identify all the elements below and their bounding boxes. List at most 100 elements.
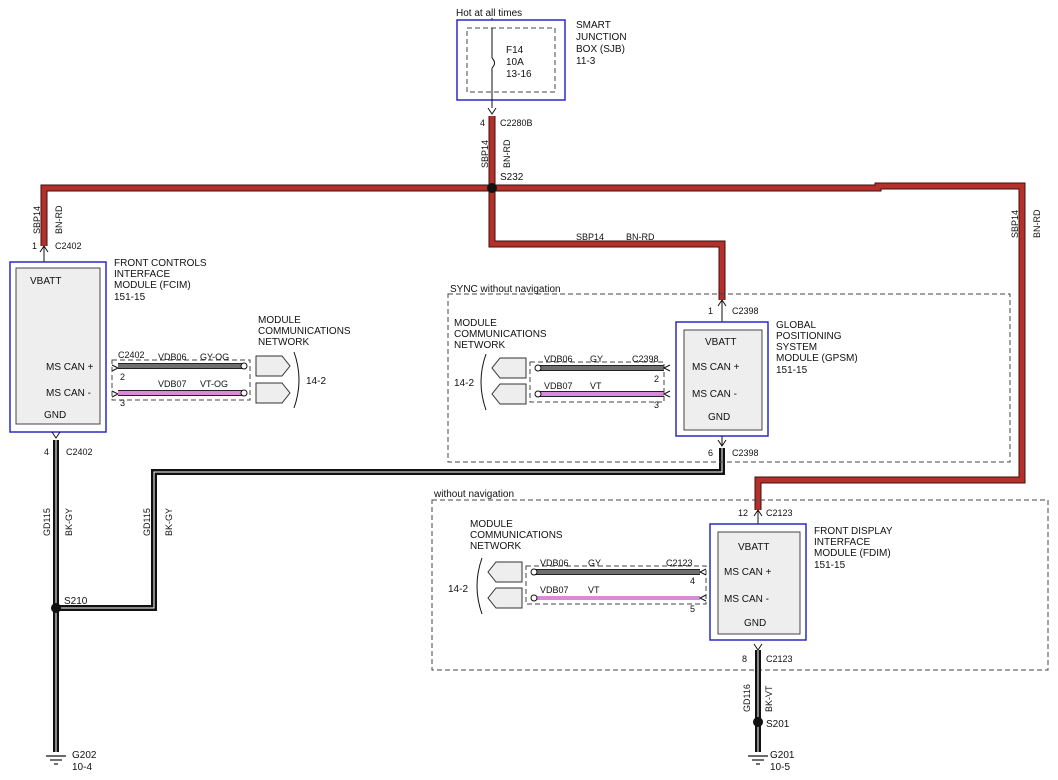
supply-label: Hot at all times bbox=[456, 8, 522, 19]
gpsm-region-label: SYNC without navigation bbox=[450, 284, 561, 295]
fcim-can-plus-arrow-icon bbox=[111, 364, 120, 372]
gpsm-net-1: MODULE bbox=[454, 318, 497, 329]
fcim-net-1: MODULE bbox=[258, 315, 301, 326]
gpsm-can-minus-pin: 3 bbox=[654, 400, 659, 410]
fcim-gnd-arrow-icon bbox=[51, 431, 61, 439]
gpsm-can-minus-circuit: VDB07 bbox=[544, 381, 573, 391]
gpsm-can-plus-network-icon bbox=[491, 357, 527, 379]
fcim-ref: 151-15 bbox=[114, 292, 146, 303]
fdim-gnd-arrow-icon bbox=[753, 643, 763, 651]
splice-s210-dot bbox=[51, 603, 61, 613]
fdim-feed-color: BN-RD bbox=[1032, 209, 1042, 238]
fcim-top-connector: C2402 bbox=[55, 241, 82, 251]
gpsm-can-twist-box bbox=[529, 361, 665, 403]
fcim-can-minus: MS CAN - bbox=[46, 388, 91, 399]
fcim-can-plus-circuit: VDB06 bbox=[158, 352, 187, 362]
fdim-can-connector: C2123 bbox=[666, 558, 693, 568]
gpsm-gnd: GND bbox=[708, 412, 730, 423]
gpsm-region: SYNC without navigation SBP14 BN-RD 1 C2… bbox=[447, 232, 1011, 463]
fdim-can-plus: MS CAN + bbox=[724, 567, 772, 578]
gpsm-name-4: MODULE (GPSM) bbox=[776, 353, 858, 364]
gpsm-vbatt: VBATT bbox=[705, 337, 736, 348]
sjb-pin: 4 bbox=[480, 118, 485, 128]
fcim-feed-circuit: SBP14 bbox=[32, 206, 42, 234]
fdim-name-1: FRONT DISPLAY bbox=[814, 526, 893, 537]
fcim-gnd-color: BK-GY bbox=[64, 508, 74, 536]
gpsm-can-minus-arrow-icon bbox=[662, 390, 671, 398]
fcim-gnd-circuit: GD115 bbox=[42, 508, 52, 536]
fdim-can-plus-pin: 4 bbox=[690, 576, 695, 586]
fuse-rating: 10A bbox=[506, 57, 524, 68]
fcim-net-brace-icon bbox=[293, 351, 300, 409]
fcim-net-ref: 14-2 bbox=[306, 376, 326, 387]
gpsm-top-connector: C2398 bbox=[732, 306, 759, 316]
gpsm-name-1: GLOBAL bbox=[776, 320, 816, 331]
gpsm-net-brace-icon bbox=[480, 353, 487, 411]
fdim-can-minus-arrow-icon bbox=[698, 594, 707, 602]
fdim-name-2: INTERFACE bbox=[814, 537, 870, 548]
fdim-net-ref: 14-2 bbox=[448, 584, 468, 595]
sjb-outline bbox=[456, 19, 566, 101]
gpsm-can-plus-pin: 2 bbox=[654, 374, 659, 384]
fcim-feed-color: BN-RD bbox=[54, 205, 64, 234]
fdim-net-1: MODULE bbox=[470, 519, 513, 530]
fdim-net-brace-icon bbox=[476, 557, 483, 615]
fcim-can-minus-color: VT-OG bbox=[200, 379, 228, 389]
ground-g201-ref: 10-5 bbox=[770, 762, 790, 773]
fdim-region-label: without navigation bbox=[433, 489, 514, 500]
gpsm-net-ref: 14-2 bbox=[454, 378, 474, 389]
fcim-can-minus-pin: 3 bbox=[120, 398, 125, 408]
sjb-name-1: SMART bbox=[576, 20, 611, 31]
fcim-name-3: MODULE (FCIM) bbox=[114, 280, 191, 291]
fdim-gnd-color: BK-VT bbox=[764, 685, 774, 712]
gpsm-region-box bbox=[447, 293, 1011, 463]
gpsm-net-2: COMMUNICATIONS bbox=[454, 329, 547, 340]
fdim-inner bbox=[717, 531, 801, 635]
sjb-inner-dashed bbox=[466, 27, 556, 93]
fcim-name-1: FRONT CONTROLS bbox=[114, 258, 207, 269]
fdim-can-minus-pin: 5 bbox=[690, 604, 695, 614]
fdim-top-pin: 12 bbox=[738, 508, 748, 518]
fdim-gnd-circuit: GD116 bbox=[742, 684, 752, 712]
fdim-can-plus-arrow-icon bbox=[698, 568, 707, 576]
fdim-can-minus-network-icon bbox=[487, 587, 523, 609]
fcim-can-plus-color: GY-OG bbox=[200, 352, 229, 362]
fcim-vbatt: VBATT bbox=[30, 276, 61, 287]
sjb-wire-circuit: SBP14 bbox=[480, 140, 490, 168]
splice-s210-label: S210 bbox=[64, 596, 88, 607]
fdim-gnd-connector: C2123 bbox=[766, 654, 793, 664]
splice-s232-label: S232 bbox=[500, 172, 524, 183]
fdim-can-minus-circuit: VDB07 bbox=[540, 585, 569, 595]
gpsm-name-3: SYSTEM bbox=[776, 342, 817, 353]
gpsm-feed-circuit: SBP14 bbox=[576, 232, 604, 242]
power-wires: S232 bbox=[40, 116, 1026, 510]
fcim-name-2: INTERFACE bbox=[114, 269, 170, 280]
fdim-vbatt: VBATT bbox=[738, 542, 769, 553]
gpsm-can-plus-color: GY bbox=[590, 354, 603, 364]
fuse-symbol-icon bbox=[491, 57, 495, 69]
gpsm-can-plus-circuit: VDB06 bbox=[544, 354, 573, 364]
fdim-region: without navigation SBP14 BN-RD 12 C2123 … bbox=[431, 209, 1049, 773]
fdim-name-3: MODULE (FDIM) bbox=[814, 548, 891, 559]
fdim-region-box bbox=[431, 499, 1049, 671]
gpsm-feed-color: BN-RD bbox=[626, 232, 655, 242]
gpsm-gnd-pin: 6 bbox=[708, 448, 713, 458]
smart-junction-box: Hot at all times F14 10A 13-16 SMART JUN… bbox=[456, 8, 627, 168]
fcim-can-connector: C2402 bbox=[118, 350, 145, 360]
fdim-top-connector: C2123 bbox=[766, 508, 793, 518]
sjb-connector: C2280B bbox=[500, 118, 533, 128]
fcim-net-2: COMMUNICATIONS bbox=[258, 326, 351, 337]
fdim-can-minus: MS CAN - bbox=[724, 594, 769, 605]
gpsm-ref: 151-15 bbox=[776, 365, 808, 376]
splice-s201-label: S201 bbox=[766, 719, 790, 730]
fcim-can-plus: MS CAN + bbox=[46, 362, 94, 373]
fdim-gnd-pin: 8 bbox=[742, 654, 747, 664]
fdim-can-minus-color: VT bbox=[588, 585, 600, 595]
fcim-top-pin: 1 bbox=[32, 241, 37, 251]
fcim-gnd: GND bbox=[44, 410, 66, 421]
fdim-net-3: NETWORK bbox=[470, 541, 521, 552]
fcim-can-twist-box bbox=[111, 359, 251, 401]
gpsm-gnd-connector: C2398 bbox=[732, 448, 759, 458]
gpsm-top-pin: 1 bbox=[708, 306, 713, 316]
fcim-can-minus-circuit: VDB07 bbox=[158, 379, 187, 389]
